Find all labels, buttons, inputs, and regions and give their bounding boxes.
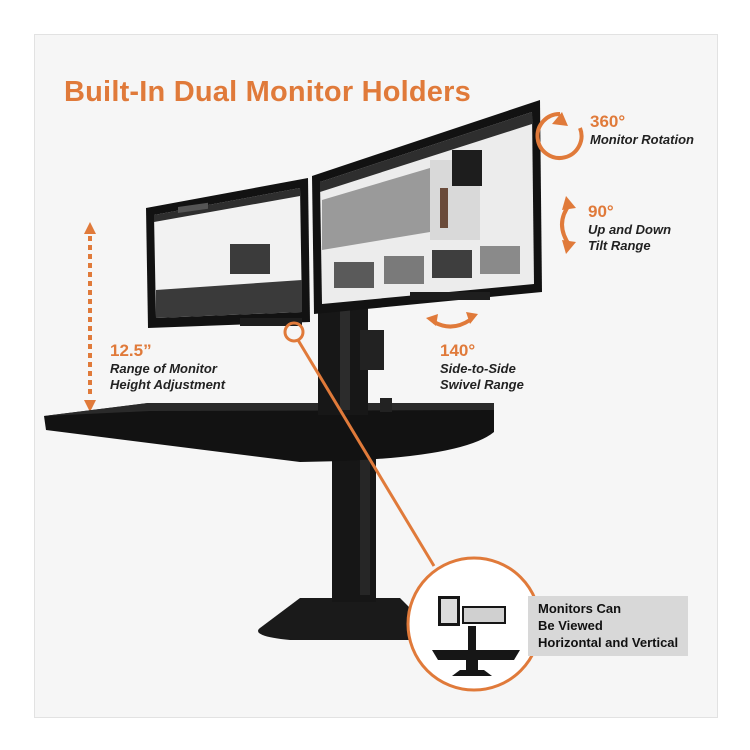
rotation-arrow — [535, 111, 584, 160]
swivel-value: 140° — [440, 341, 476, 360]
height-callout: 12.5” Range of Monitor Height Adjustment — [110, 341, 225, 393]
height-value: 12.5” — [110, 341, 152, 360]
swivel-label-line1: Side-to-Side — [440, 361, 516, 376]
tilt-callout: 90° Up and Down Tilt Range — [588, 202, 671, 254]
orientation-note: Monitors Can Be Viewed Horizontal and Ve… — [528, 596, 688, 656]
rotation-callout: 360° Monitor Rotation — [590, 112, 694, 148]
tilt-label-line1: Up and Down — [588, 222, 672, 237]
tilt-arrow — [560, 196, 576, 254]
left-monitor — [146, 178, 310, 328]
rotation-label: Monitor Rotation — [590, 132, 694, 147]
tilt-label-line2: Tilt Range — [588, 238, 651, 253]
swivel-label-line2: Swivel Range — [440, 377, 524, 392]
inset-circle — [406, 556, 542, 692]
swivel-callout: 140° Side-to-Side Swivel Range — [440, 341, 524, 393]
tilt-value: 90° — [588, 202, 614, 221]
note-line2: Be Viewed — [538, 618, 603, 633]
height-label-line2: Height Adjustment — [110, 377, 226, 392]
right-monitor — [312, 100, 542, 314]
rotation-value: 360° — [590, 112, 626, 131]
height-label-line1: Range of Monitor — [110, 361, 217, 376]
page-title: Built-In Dual Monitor Holders — [64, 76, 471, 108]
height-range-arrow — [84, 222, 96, 412]
note-line3: Horizontal and Vertical — [538, 635, 679, 650]
work-surface — [44, 403, 494, 462]
swivel-arrow — [426, 312, 478, 329]
stand-base — [258, 598, 434, 640]
note-line1: Monitors Can — [538, 601, 622, 616]
inset-leader — [283, 321, 436, 567]
